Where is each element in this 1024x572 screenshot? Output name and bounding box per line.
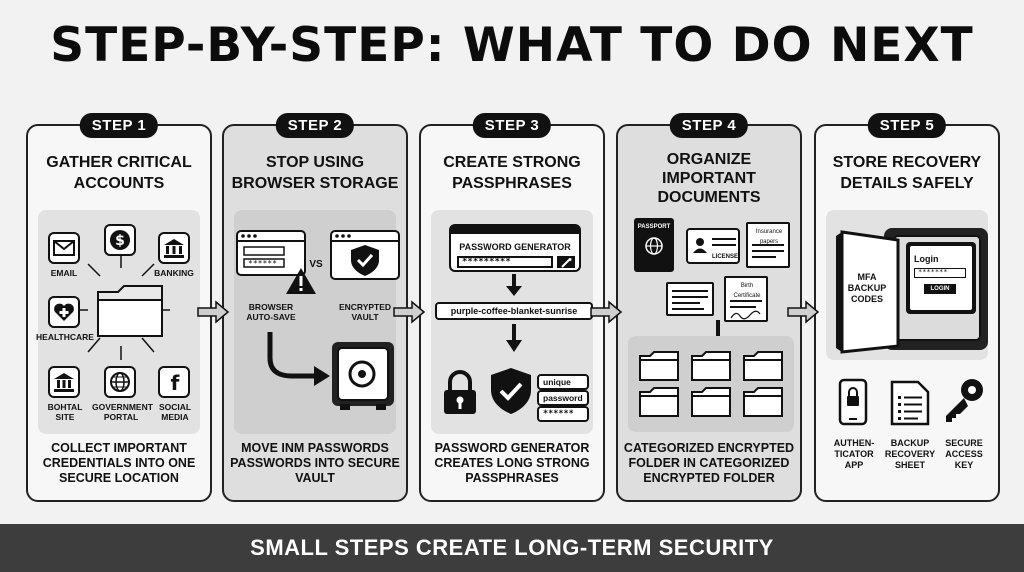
step-4-illustration: PASSPORT LICENSE Insurance papers Birth …: [628, 218, 794, 434]
svg-text:$: $: [115, 233, 125, 249]
passport-icon: PASSPORT: [634, 218, 674, 272]
step-1-card: STEP 1 GATHER CRITICAL ACCOUNTS EMAIL: [26, 113, 212, 502]
step-5-title: STORE RECOVERY DETAILS SAFELY: [832, 154, 982, 192]
generate-wand-icon: [557, 256, 575, 268]
svg-text:******: ******: [248, 259, 277, 268]
lock-icon: [444, 370, 476, 414]
healthcare-icon: [48, 296, 80, 328]
money-icon: $: [104, 224, 136, 256]
masked-password-field: *********: [457, 256, 553, 268]
step-2-title: STOP USING BROWSER STORAGE: [231, 154, 399, 192]
safe-door-icon: [836, 230, 900, 354]
recovery-sheet-icon: [890, 380, 930, 426]
school-icon: [48, 366, 80, 398]
vault-window-icon: [330, 230, 400, 280]
birth-certificate-icon: Birth Certificate: [724, 276, 768, 322]
stars-pill: ******: [537, 406, 589, 422]
vault-label: ENCRYPTED VAULT: [338, 302, 392, 322]
safe-icon: [332, 342, 394, 410]
step-3-card: STEP 3 CREATE STRONG PASSPHRASES PASSWOR…: [419, 113, 605, 502]
step-1-illustration: EMAIL $ BANKING HEALTHCARE BOHTAL SITE G…: [36, 210, 200, 434]
folders-grid: [628, 336, 794, 432]
login-panel: Login ******* LOGIN: [906, 242, 976, 314]
login-title: Login: [914, 254, 939, 264]
arrow-2-to-3: [393, 300, 426, 324]
arrow-4-to-5: [787, 300, 820, 324]
insurance-label: Insurance papers: [755, 229, 783, 245]
page-title: STEP-BY-STEP: WHAT TO DO NEXT: [50, 18, 974, 73]
shield-check-icon: [491, 368, 531, 414]
vs-label: VS: [309, 259, 323, 270]
form-doc-icon: [666, 282, 714, 316]
svg-text:f: f: [171, 371, 180, 393]
globe-icon: [104, 366, 136, 398]
arrow-3-to-4: [590, 300, 623, 324]
unique-pill: unique: [537, 374, 589, 390]
step-5-badge: STEP 5: [867, 113, 947, 138]
step-1-description: COLLECT IMPORTANT CREDENTIALS INTO ONE S…: [42, 441, 196, 485]
authenticator-phone-icon: [838, 378, 868, 426]
step-4-badge: STEP 4: [669, 113, 749, 138]
social-label: SOCIAL MEDIA: [158, 402, 192, 422]
email-icon: [48, 232, 80, 264]
folder-icons: [639, 351, 783, 417]
down-arrow-2: [506, 324, 522, 352]
sheet-label: BACKUP RECOVERY SHEET: [884, 438, 936, 470]
step-5-card: STEP 5 STORE RECOVERY DETAILS SAFELY Log…: [814, 113, 1000, 502]
step-3-illustration: PASSWORD GENERATOR ********* purple-coff…: [431, 210, 593, 434]
generator-label: PASSWORD GENERATOR: [459, 242, 571, 252]
license-card-icon: LICENSE: [686, 228, 740, 264]
step-2-card: STEP 2 STOP USING BROWSER STORAGE ******…: [222, 113, 408, 502]
step-2-description: MOVE INM PASSWORDS PASSWORDS INTO SECURE…: [230, 441, 400, 485]
browser-label: BROWSER AUTO-SAVE: [246, 302, 296, 322]
arrow-1-to-2: [197, 300, 230, 324]
step-3-title: CREATE STRONG PASSPHRASES: [443, 154, 581, 192]
authenticator-label: AUTHEN-TICATOR APP: [833, 438, 875, 470]
step-3-description: PASSWORD GENERATOR CREATES LONG STRONG P…: [434, 441, 590, 485]
step-4-card: STEP 4 ORGANIZE IMPORTANT DOCUMENTS PASS…: [616, 113, 802, 502]
insurance-doc-icon: Insurance papers: [746, 222, 790, 268]
footer-banner: SMALL STEPS CREATE LONG-TERM SECURITY: [0, 524, 1024, 572]
login-button: LOGIN: [924, 284, 956, 294]
bank-icon: [158, 232, 190, 264]
passphrase-output: purple-coffee-blanket-sunrise: [435, 302, 593, 320]
school-label: BOHTAL SITE: [47, 402, 83, 422]
warning-icon: [286, 268, 316, 294]
step-2-badge: STEP 2: [275, 113, 355, 138]
curved-arrow-icon: [267, 332, 330, 386]
banking-label: BANKING: [154, 268, 194, 278]
key-icon: [946, 379, 983, 422]
step-2-illustration: ****** VS BROWSER AUTO-SAVE ENCRYPTED VA…: [234, 210, 400, 434]
email-label: EMAIL: [50, 268, 78, 278]
step-1-title: GATHER CRITICAL ACCOUNTS: [46, 154, 192, 192]
generator-window: PASSWORD GENERATOR *********: [449, 224, 581, 272]
step-4-description: CATEGORIZED ENCRYPTED FOLDER IN CATEGORI…: [623, 441, 795, 485]
birth-label: Birth Certificate: [733, 283, 761, 299]
login-password-field: *******: [914, 268, 966, 278]
healthcare-label: HEALTHCARE: [36, 332, 94, 342]
folder-icon: [97, 285, 163, 337]
password-pill: password: [537, 390, 589, 406]
government-label: GOVERNMENT PORTAL: [92, 402, 153, 422]
step-3-badge: STEP 3: [472, 113, 552, 138]
mfa-label: MFA BACKUP CODES: [847, 272, 887, 304]
passport-label: PASSPORT: [637, 224, 671, 230]
down-arrow-1: [506, 274, 522, 296]
step-1-badge: STEP 1: [79, 113, 159, 138]
step-4-title: ORGANIZE IMPORTANT DOCUMENTS: [657, 151, 761, 206]
facebook-icon: f: [158, 366, 190, 398]
key-label: SECURE ACCESS KEY: [945, 438, 983, 470]
browser-window-icon: ******: [236, 230, 306, 276]
license-label: LICENSE: [711, 254, 738, 260]
step-5-illustration: Login ******* LOGIN MFA BACKUP CODES: [826, 210, 988, 360]
